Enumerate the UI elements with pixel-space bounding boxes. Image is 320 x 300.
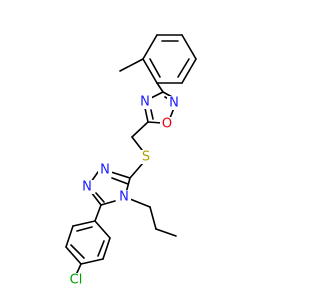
svg-text:N: N xyxy=(169,96,179,111)
atom-label-N1: N xyxy=(167,96,181,111)
svg-text:N: N xyxy=(119,190,129,205)
propyl-bond-3 xyxy=(155,228,177,237)
triazole-ring xyxy=(90,171,131,206)
svg-text:N: N xyxy=(82,180,92,195)
svg-text:Cl: Cl xyxy=(70,273,83,288)
methyl-bond xyxy=(119,58,144,72)
atom-label-S1: S xyxy=(139,150,153,165)
propyl-bond-2 xyxy=(149,206,157,230)
atom-label-N3: N xyxy=(98,163,112,178)
sulfur-triazole-bond xyxy=(129,162,144,179)
atom-label-O1: O xyxy=(160,117,174,132)
tolyl-ring xyxy=(142,34,197,84)
triazole-phenyl-bond xyxy=(94,204,102,222)
molecule-structure: N N O S N N N Cl xyxy=(65,34,197,288)
tolyl-oxadiazole-bond xyxy=(156,82,164,93)
propyl-bond-1 xyxy=(129,198,151,208)
atom-label-N2: N xyxy=(138,95,152,110)
atom-label-N5: N xyxy=(117,190,131,205)
ch2-sulfur-bond xyxy=(131,136,143,151)
oxadiazole-ring xyxy=(144,91,175,124)
atom-label-Cl1: Cl xyxy=(66,273,86,288)
svg-text:N: N xyxy=(100,163,110,178)
svg-text:O: O xyxy=(162,117,172,132)
svg-text:N: N xyxy=(140,95,150,110)
atom-label-N4: N xyxy=(80,180,94,195)
svg-text:S: S xyxy=(142,150,150,165)
oxadiazole-ch2-bond xyxy=(131,121,149,138)
chlorophenyl-ring xyxy=(65,220,111,265)
